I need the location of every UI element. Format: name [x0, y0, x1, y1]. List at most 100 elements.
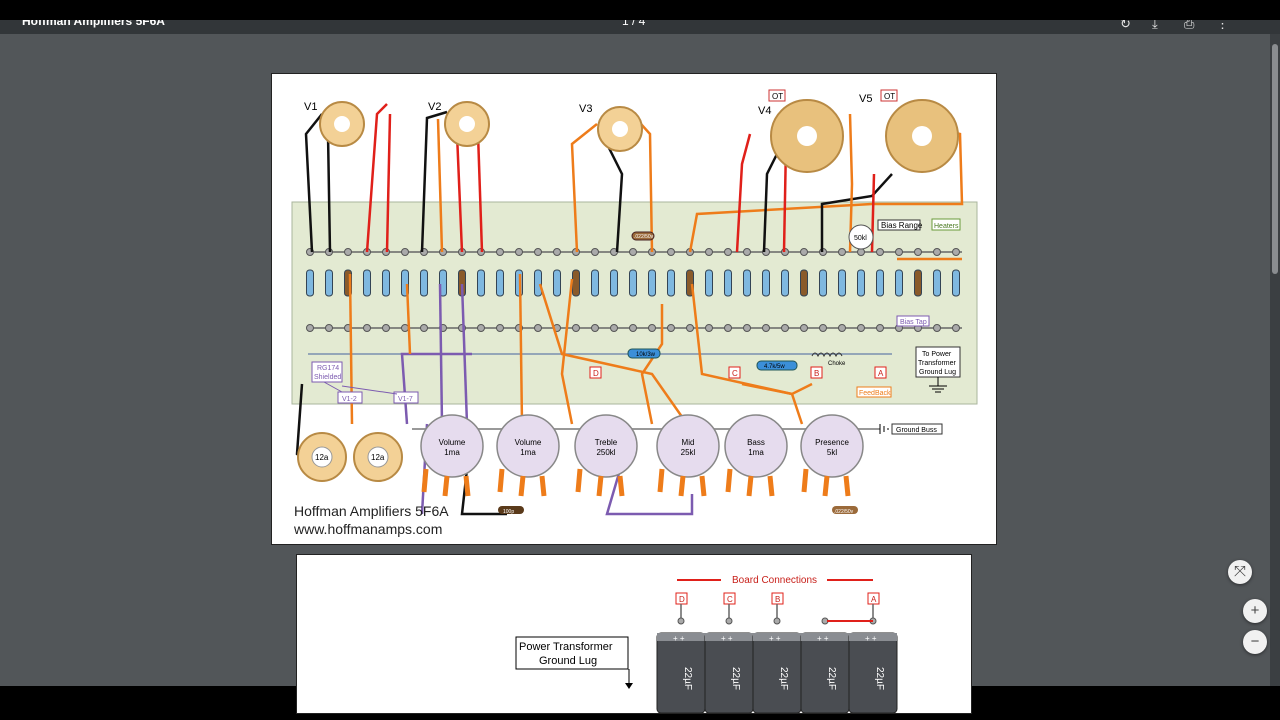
- resistor: [857, 269, 865, 297]
- power-transformer-line2: Ground Lug: [539, 655, 597, 667]
- fit-page-button[interactable]: ⤧: [1228, 560, 1252, 584]
- turret: [572, 324, 580, 332]
- cap-022-top: .022/50v: [634, 234, 654, 240]
- filter-capacitor: + +22µF: [848, 632, 898, 714]
- connection-tag-a: A: [871, 595, 877, 604]
- svg-text:V4: V4: [758, 105, 771, 117]
- turret: [534, 324, 542, 332]
- svg-text:12a: 12a: [315, 453, 329, 462]
- turret: [895, 248, 903, 256]
- resistor: [534, 269, 542, 297]
- pot-name: Volume: [515, 438, 542, 447]
- turret: [762, 324, 770, 332]
- capacitor-value: 22µF: [682, 667, 693, 690]
- cap-100p: 100p: [503, 509, 514, 515]
- heaters-label: Heaters: [934, 223, 959, 230]
- svg-text:V3: V3: [579, 103, 592, 115]
- resistor: [591, 269, 599, 297]
- turret: [781, 324, 789, 332]
- power-transformer-line1: Power Transformer: [519, 641, 613, 653]
- resistor: [572, 269, 580, 297]
- zoom-in-button[interactable]: +: [1243, 599, 1267, 623]
- pot-name: Mid: [682, 438, 695, 447]
- bias-range-label: Bias Range: [881, 221, 923, 230]
- tube-v1: V1: [304, 101, 365, 147]
- turret: [743, 248, 751, 256]
- turret: [686, 324, 694, 332]
- vertical-scrollbar[interactable]: [1270, 34, 1280, 686]
- turret: [876, 248, 884, 256]
- resistor: [306, 269, 314, 297]
- page-indicator[interactable]: 1 / 4: [622, 20, 646, 28]
- turret: [667, 248, 675, 256]
- resistor: [648, 269, 656, 297]
- svg-text:V5: V5: [859, 93, 872, 105]
- svg-text:+ +: + +: [673, 634, 685, 643]
- turret-row: [306, 248, 960, 332]
- feedback-label: FeedBack: [859, 390, 891, 397]
- board-tag-box: [874, 366, 887, 379]
- capacitor-value: 22µF: [778, 667, 789, 690]
- pdf-page-1: V1 V2 V3 V4 OT V5 OT Bias Range Heaters …: [271, 73, 997, 545]
- turret: [857, 248, 865, 256]
- pot-value: 1ma: [520, 448, 536, 457]
- board-tag-b: B: [814, 369, 819, 378]
- board-tag-box: [810, 366, 823, 379]
- download-icon[interactable]: ⤓: [1152, 20, 1158, 31]
- tube-v5: V5 OT: [859, 89, 959, 173]
- capacitor-value: 22µF: [730, 667, 741, 690]
- pot-name: Bass: [747, 438, 765, 447]
- bias-pot-label: 50kl: [854, 235, 867, 242]
- board-tag-box: [728, 366, 741, 379]
- turret: [705, 248, 713, 256]
- input-jack-2: 12a: [353, 432, 403, 482]
- res-47k5w: 4.7k/5w: [764, 364, 785, 370]
- print-icon[interactable]: ⎙: [1184, 20, 1195, 31]
- to-power-line2: Transformer: [918, 360, 957, 367]
- input-jack-1: 12a: [297, 432, 347, 482]
- choke-label: Choke: [828, 361, 846, 367]
- board-tag-c: C: [732, 369, 738, 378]
- pot-name: Volume: [439, 438, 466, 447]
- svg-text:+ +: + +: [721, 634, 733, 643]
- brand-title: Hoffman Amplifiers 5F6A: [294, 503, 449, 519]
- brand-url: www.hoffmanamps.com: [293, 521, 442, 537]
- turret: [515, 248, 523, 256]
- turret: [667, 324, 675, 332]
- resistor: [553, 269, 561, 297]
- bias-tap-label: Bias Tap: [900, 319, 927, 326]
- filter-capacitors: + +22µF+ +22µF+ +22µF+ +22µF+ +22µF: [656, 632, 898, 714]
- zoom-out-button[interactable]: −: [1243, 630, 1267, 654]
- resistor: [420, 269, 428, 297]
- resistor: [705, 269, 713, 297]
- turret: [325, 324, 333, 332]
- resistor: [914, 269, 922, 297]
- turret: [306, 324, 314, 332]
- resistor: [743, 269, 751, 297]
- turret: [800, 248, 808, 256]
- turret: [648, 324, 656, 332]
- turret: [724, 324, 732, 332]
- turret: [952, 324, 960, 332]
- resistor: [781, 269, 789, 297]
- more-icon[interactable]: ⋮: [1216, 20, 1229, 31]
- turret: [401, 248, 409, 256]
- turret: [363, 324, 371, 332]
- rotate-icon[interactable]: ↻: [1120, 20, 1131, 31]
- resistor: [762, 269, 770, 297]
- board-tag-a: A: [878, 369, 884, 378]
- document-title: Hoffman Amplifiers 5F6A: [22, 20, 165, 28]
- svg-text:V1: V1: [304, 101, 317, 113]
- resistor: [496, 269, 504, 297]
- turret: [724, 248, 732, 256]
- turret: [382, 324, 390, 332]
- filter-capacitor: + + 22µF: [704, 632, 754, 714]
- resistor: [838, 269, 846, 297]
- scrollbar-thumb[interactable]: [1272, 44, 1278, 274]
- layout-diagram: V1 V2 V3 V4 OT V5 OT Bias Range Heaters …: [291, 89, 978, 537]
